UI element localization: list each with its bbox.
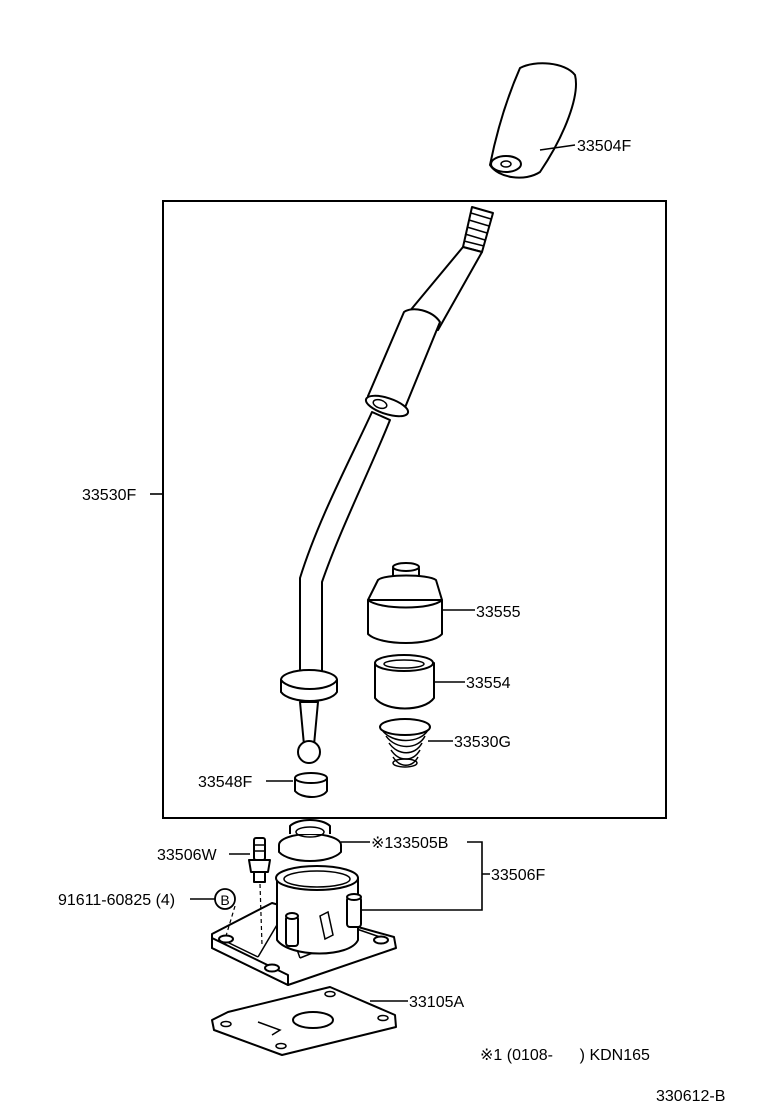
label-bolt: 91611-60825 (4)	[58, 892, 175, 909]
cover-part[interactable]	[367, 562, 443, 644]
label-boot: ※133505B	[371, 835, 448, 852]
bolt-hidden-line	[225, 905, 236, 937]
retainer-part[interactable]	[211, 865, 397, 986]
leader-retainer	[354, 841, 490, 911]
spring-part[interactable]	[379, 718, 431, 768]
label-seat: 33548F	[198, 774, 252, 791]
bolt-marker-letter: B	[220, 892, 229, 908]
label-cover: 33555	[476, 604, 521, 621]
boot-part[interactable]	[278, 819, 342, 862]
label-bushing: 33554	[466, 675, 511, 692]
gasket-part[interactable]	[211, 986, 397, 1056]
shift-lever-part[interactable]	[280, 206, 494, 764]
bushing-part[interactable]	[374, 654, 435, 710]
shift-knob-part[interactable]	[489, 62, 577, 179]
breather-part[interactable]	[248, 837, 271, 883]
assembly-frame	[162, 200, 667, 819]
label-retainer: 33506F	[491, 867, 545, 884]
label-spring: 33530G	[454, 734, 511, 751]
label-breather: 33506W	[157, 847, 217, 864]
label-knob: 33504F	[577, 138, 631, 155]
footnote: ※1 (0108- ) KDN165	[480, 1047, 650, 1064]
breather-hidden-line	[259, 883, 263, 946]
seat-part[interactable]	[294, 772, 328, 798]
label-lever-assy: 33530F	[82, 487, 136, 504]
label-gasket: 33105A	[409, 994, 464, 1011]
bolt-marker-circle	[214, 888, 236, 910]
figure-code: 330612-B	[656, 1088, 725, 1105]
leader-knob	[539, 144, 576, 151]
